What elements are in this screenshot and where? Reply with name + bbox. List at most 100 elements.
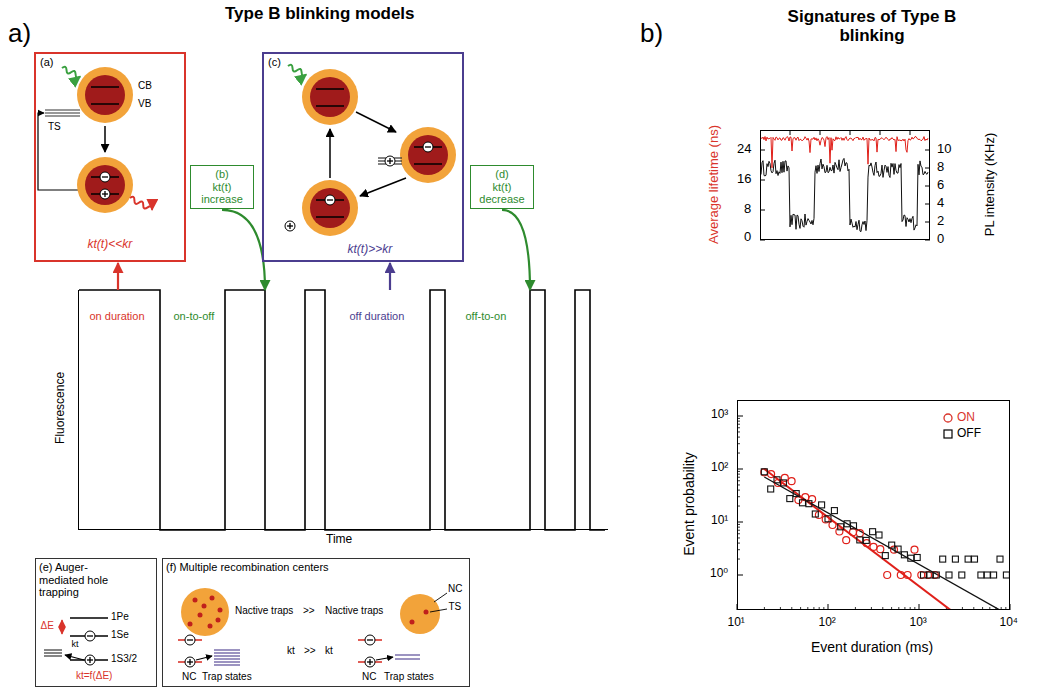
- line-shape: [214, 655, 240, 656]
- node-text: 1Pe: [111, 611, 129, 623]
- node-text: 10²: [819, 616, 836, 630]
- use-shape: [85, 631, 95, 641]
- model-c-box: (c)kt(t)>>kr: [262, 52, 464, 262]
- node-text: NC: [362, 671, 376, 683]
- line-shape: [45, 112, 80, 113]
- rect-shape: [972, 556, 978, 562]
- transition-box: (b)kt(t) increase: [190, 165, 254, 209]
- rect-shape: [965, 556, 971, 562]
- rect-shape: [901, 552, 907, 558]
- use-shape: [365, 635, 375, 645]
- connector-arrow: [389, 263, 391, 290]
- node-text: 24: [737, 142, 751, 157]
- node-text: 8: [937, 160, 944, 175]
- rect-shape: [984, 572, 990, 578]
- g-shape: [178, 640, 382, 662]
- line-shape: [44, 655, 62, 656]
- rect-shape: [793, 491, 799, 497]
- rect-shape: [895, 546, 901, 552]
- panel-label: b): [640, 19, 663, 49]
- circle-shape: [850, 529, 857, 536]
- g-shape: [761, 469, 1010, 610]
- line-shape: [434, 593, 447, 602]
- fluorescence-trace: on durationon-to-offoff durationoff-to-o…: [78, 290, 608, 530]
- circle-shape: [788, 478, 795, 485]
- line-shape: [430, 609, 447, 612]
- rect-shape: [774, 477, 780, 483]
- circle-shape: [198, 613, 203, 618]
- rect-shape: [812, 511, 818, 517]
- node-text: Trap states: [202, 671, 252, 683]
- node-text: (a): [40, 56, 53, 69]
- circle-shape: [218, 608, 223, 613]
- node-text: 10²: [711, 461, 728, 475]
- g-shape: [70, 618, 108, 660]
- line-shape: [44, 649, 62, 650]
- line-shape: [356, 112, 396, 132]
- node-text: Trap states: [384, 671, 434, 683]
- connector-arrow: [117, 263, 119, 290]
- rect-shape: [780, 480, 786, 486]
- rect-shape: [959, 572, 965, 578]
- use-shape: [385, 156, 395, 166]
- node-text: on duration: [90, 310, 145, 323]
- node-text: 10¹: [728, 616, 745, 630]
- line-shape: [214, 652, 240, 653]
- node-text: 10: [937, 142, 951, 157]
- use-shape: [185, 635, 195, 645]
- panel-label: Signatures of Type B blinking: [787, 7, 957, 46]
- rect-shape: [991, 572, 997, 578]
- node-text: >>: [303, 605, 315, 617]
- g-shape: [44, 650, 62, 656]
- rect-shape: [908, 555, 914, 561]
- legend-label: OFF: [957, 427, 981, 441]
- node-text: (d): [475, 168, 529, 181]
- node-text: 10⁰: [710, 567, 728, 581]
- circle-shape: [944, 414, 952, 422]
- rect-shape: [768, 486, 774, 492]
- node-text: kt=f(ΔE): [76, 670, 112, 682]
- node-text: 1Se: [111, 629, 129, 641]
- model-a-box: (a)CBVBTSkt(t)<<kr: [34, 52, 186, 262]
- rect-shape: [825, 516, 831, 522]
- use-shape: [77, 157, 133, 213]
- rect-shape: [838, 524, 844, 530]
- use-shape: [285, 221, 295, 231]
- node-text: kt(t) increase: [195, 181, 249, 206]
- line-shape: [104, 126, 106, 152]
- panel-label: a): [8, 19, 31, 49]
- node-text: Event probability: [681, 452, 697, 556]
- path-shape: [129, 196, 153, 212]
- node-text: kt: [72, 639, 79, 649]
- rect-shape: [952, 556, 958, 562]
- panel-label: Type B blinking models: [225, 4, 415, 24]
- use-shape: [77, 67, 133, 123]
- line-shape: [395, 654, 420, 655]
- node-text: PL intensity (KHz): [983, 132, 998, 236]
- path-shape: [287, 64, 307, 77]
- rect-shape: [787, 496, 793, 502]
- rect-shape: [978, 572, 984, 578]
- line-shape: [196, 656, 212, 660]
- line-shape: [376, 657, 393, 660]
- rect-shape: [889, 542, 895, 548]
- rect-shape: [857, 537, 863, 543]
- rect-shape: [944, 430, 952, 438]
- line-shape: [395, 658, 420, 659]
- circle-shape: [870, 543, 877, 550]
- path-shape: [61, 66, 81, 79]
- legend-label: ON: [957, 411, 975, 425]
- rect-shape: [844, 521, 850, 527]
- line-shape: [45, 115, 80, 116]
- rect-shape: [870, 529, 876, 535]
- rect-shape: [927, 572, 933, 578]
- node-text: 10⁴: [1000, 616, 1019, 630]
- line-shape: [45, 109, 80, 110]
- lifetime-trace-chart: Average lifetime (ns)PL intensity (KHz)2…: [760, 130, 930, 240]
- node-text: kt: [325, 645, 333, 657]
- g-shape: [214, 650, 420, 665]
- node-text: 8: [744, 202, 751, 217]
- use-shape: [423, 142, 433, 152]
- line-shape: [214, 661, 240, 662]
